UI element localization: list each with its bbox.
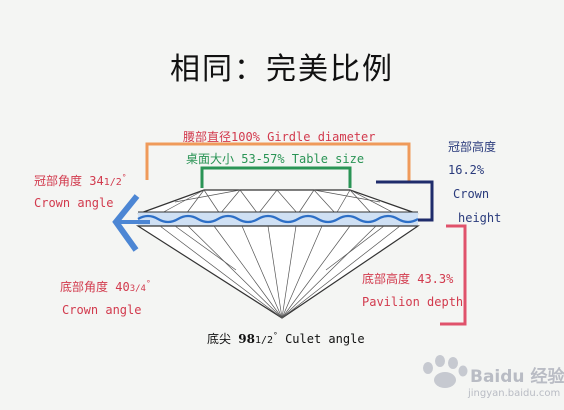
table-size-bracket: [200, 166, 352, 188]
crown-angle-arrow: [112, 194, 140, 252]
culet-angle-label: 底尖 981/2° Culet angle: [207, 330, 365, 347]
crown-angle-fraction: 1/2: [103, 177, 122, 188]
crown-angle-en: Crown angle: [34, 196, 114, 210]
culet-cn: 底尖: [207, 332, 232, 346]
baidu-paw-icon: [423, 355, 468, 388]
crown-height-en-2: height: [458, 211, 502, 225]
page-title: 相同：完美比例: [170, 52, 394, 87]
crown-height-en-1: Crown: [453, 187, 490, 201]
culet-angle-value: 98: [238, 332, 255, 346]
pavilion-angle-degree: °: [145, 279, 151, 288]
girdle-diameter-bracket: [145, 142, 411, 182]
pavilion-angle-value: 底部角度 40: [60, 280, 130, 294]
diamond-pavilion: [135, 225, 420, 319]
crown-height-value: 16.2%: [448, 163, 485, 177]
watermark-brand: Baidu 经验: [470, 367, 564, 387]
pavilion-depth-bracket: [440, 224, 467, 326]
crown-height-cn: 冠部高度: [448, 140, 497, 154]
pavilion-angle-en: Crown angle: [62, 303, 142, 317]
pavilion-depth-cn: 底部高度 43.3%: [362, 272, 454, 286]
culet-en: Culet angle: [285, 332, 365, 346]
culet-angle-degree: °: [273, 331, 278, 340]
girdle-wave: [137, 214, 419, 224]
crown-angle-degree: °: [121, 173, 127, 182]
pavilion-angle-cn: 底部角度 403/4°: [60, 278, 151, 295]
table-size-label: 桌面大小 53-57% Table size: [186, 152, 365, 166]
pavilion-depth-en: Pavilion depth: [362, 295, 464, 309]
crown-facets: [159, 189, 397, 215]
crown-angle-cn: 冠部角度 341/2°: [34, 172, 127, 189]
crown-angle-value: 冠部角度 34: [34, 174, 104, 188]
girdle-diameter-label: 腰部直径100% Girdle diameter: [183, 130, 376, 144]
watermark-url: jingyan.baidu.com: [468, 388, 561, 399]
diamond-crown: [137, 189, 419, 215]
culet-angle-fraction: 1/2: [254, 335, 274, 346]
crown-height-bracket: [376, 180, 434, 222]
pavilion-facets: [159, 225, 401, 319]
pavilion-angle-fraction: 3/4: [129, 284, 146, 294]
